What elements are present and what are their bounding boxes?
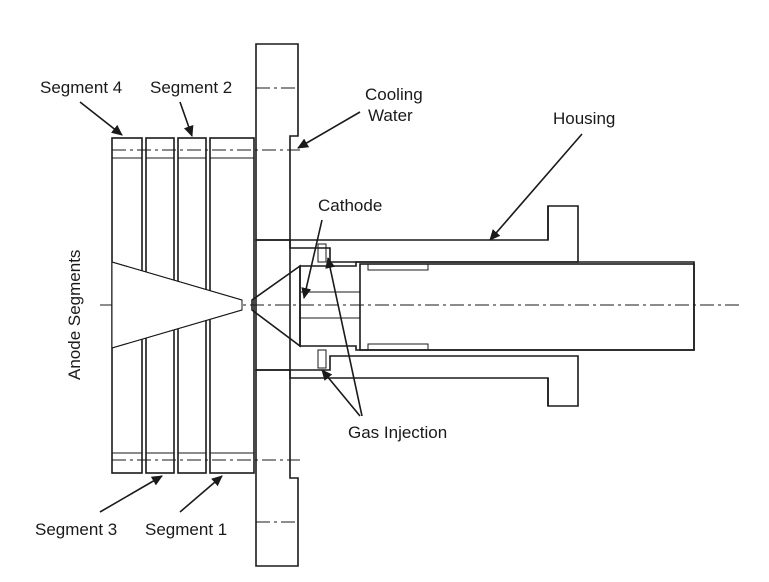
arrow-housing [489, 133, 583, 241]
label-segment-3: Segment 3 [35, 520, 117, 539]
label-water: Water [368, 106, 413, 125]
label-cathode: Cathode [318, 196, 382, 215]
arrow-segment-4 [79, 101, 123, 136]
label-cooling: Cooling [365, 85, 423, 104]
housing-body [289, 205, 579, 407]
arrow-cooling-water [297, 111, 361, 149]
label-gas-injection: Gas Injection [348, 423, 447, 442]
label-anode-segments: Anode Segments [65, 250, 84, 380]
label-segment-1: Segment 1 [145, 520, 227, 539]
arrow-gas-injection-1 [325, 257, 363, 417]
cathode-rod [251, 261, 695, 351]
arrow-segment-2 [179, 101, 194, 137]
arrow-segment-1 [179, 475, 223, 513]
arrow-gas-injection-2 [321, 369, 361, 417]
label-segment-4: Segment 4 [40, 78, 122, 97]
arrow-cathode [301, 219, 323, 299]
label-housing: Housing [553, 109, 615, 128]
gas-injection-ports [317, 243, 327, 369]
arc-channel-bore [111, 261, 243, 349]
label-segment-2: Segment 2 [150, 78, 232, 97]
arrow-segment-3 [99, 475, 163, 513]
